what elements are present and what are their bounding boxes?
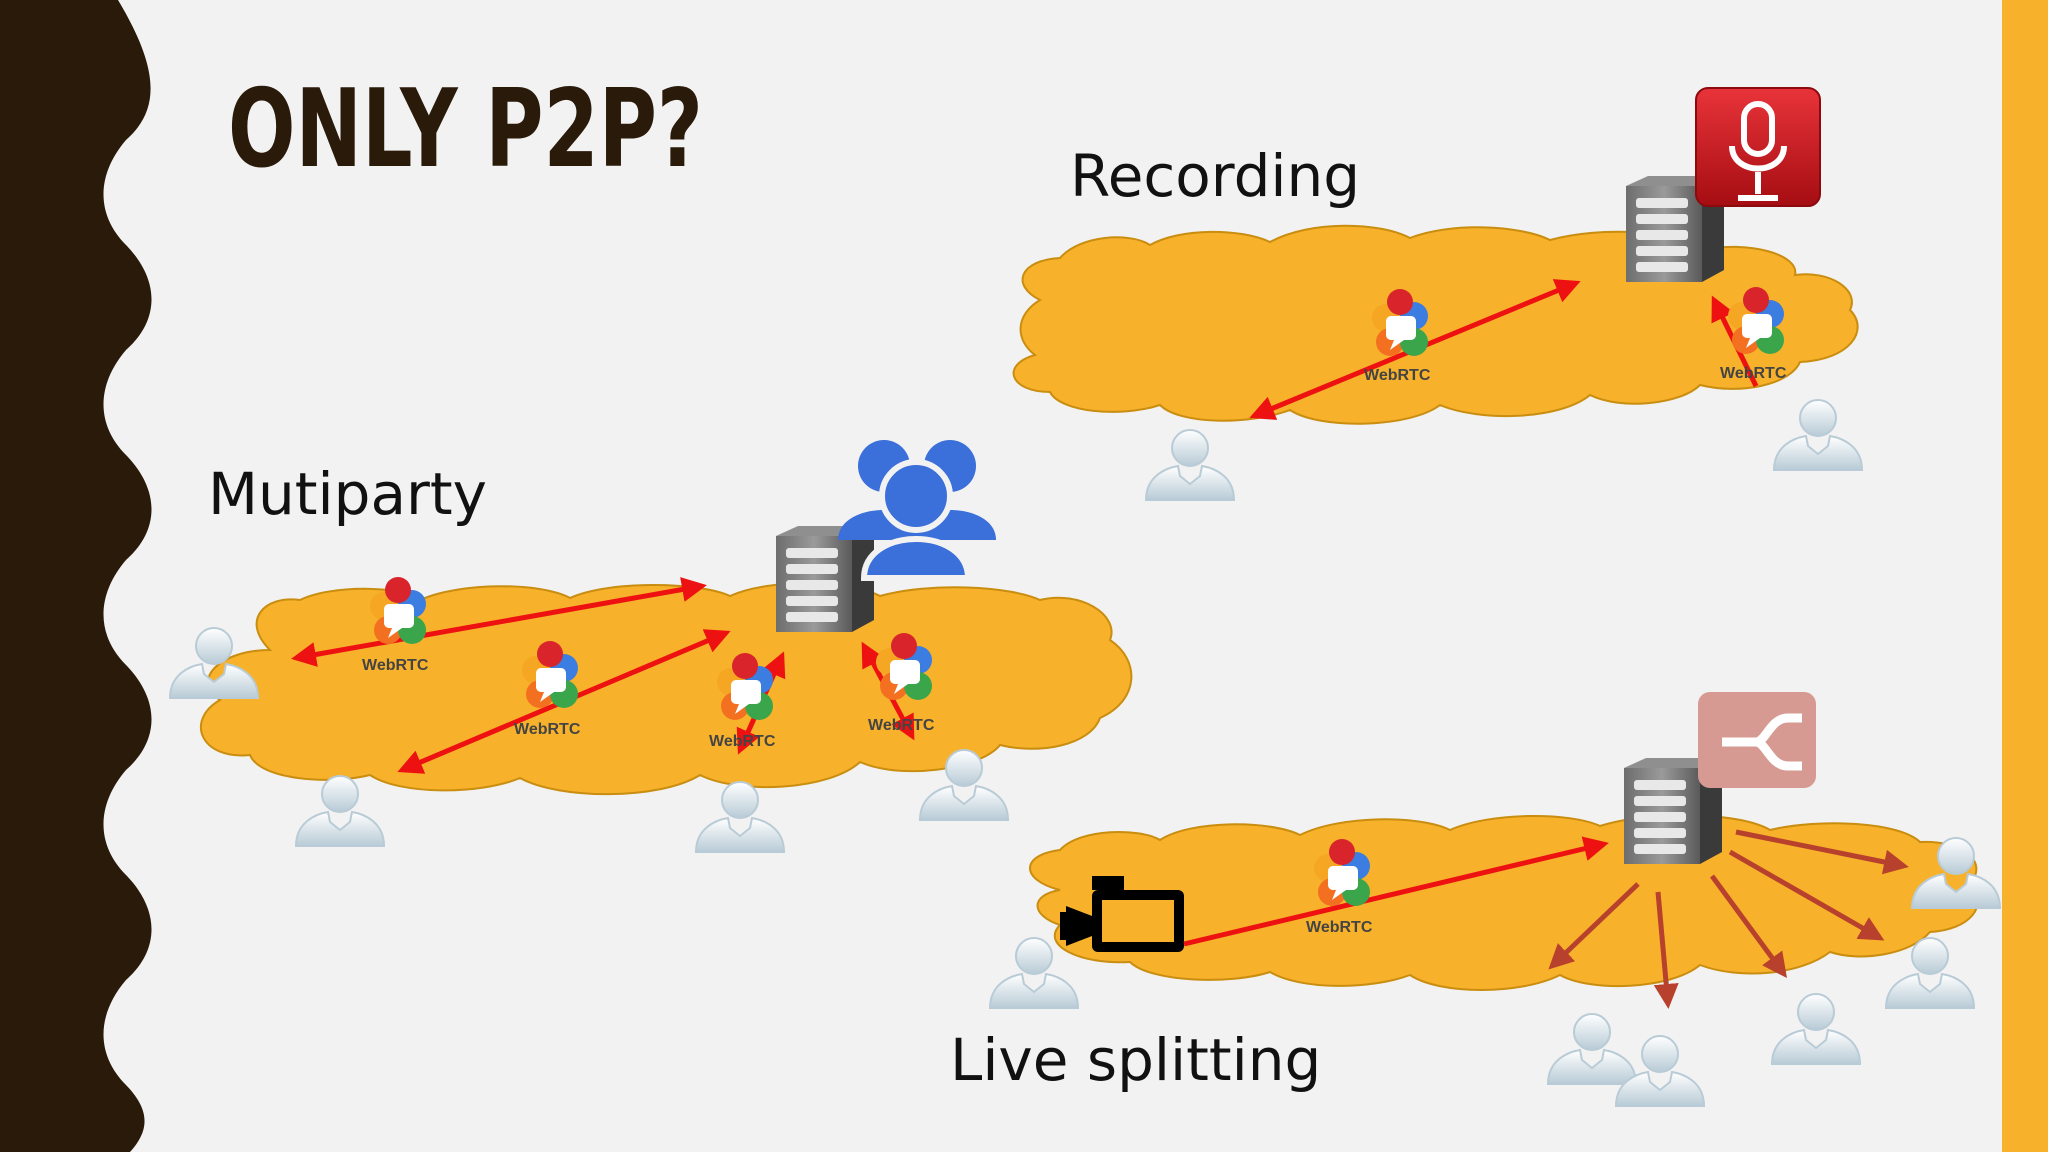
person-icon [1145, 429, 1235, 501]
webrtc-logo-icon: WebRTC [362, 577, 429, 674]
multiparty-section: Mutiparty WebRTC WebRTC WebRTC We [169, 440, 1133, 853]
split-icon [1698, 692, 1816, 788]
person-icon [295, 775, 385, 847]
live-splitting-section: Live splitting WebRTC [950, 692, 2001, 1107]
svg-text:WebRTC: WebRTC [1364, 367, 1431, 384]
svg-text:WebRTC: WebRTC [1720, 365, 1787, 382]
webrtc-logo-icon: WebRTC [514, 641, 581, 738]
live-splitting-label: Live splitting [950, 1026, 1321, 1094]
person-icon [1547, 1013, 1637, 1085]
left-decorative-band [0, 0, 152, 1152]
person-icon [1771, 993, 1861, 1065]
video-camera-icon [1060, 876, 1184, 952]
svg-text:WebRTC: WebRTC [1306, 919, 1373, 936]
svg-text:WebRTC: WebRTC [362, 657, 429, 674]
person-icon [695, 781, 785, 853]
split-arrow [1548, 882, 1640, 970]
multiparty-cloud [200, 582, 1133, 796]
multiparty-label: Mutiparty [208, 460, 487, 528]
split-arrow [1735, 829, 1909, 875]
multiparty-server-icon [776, 526, 874, 632]
webrtc-logo-icon: WebRTC [1364, 289, 1431, 384]
svg-text:WebRTC: WebRTC [514, 721, 581, 738]
svg-text:WebRTC: WebRTC [709, 733, 776, 750]
split-arrow [1709, 874, 1787, 979]
live-splitting-arrow [1183, 836, 1609, 947]
split-arrow [1653, 891, 1679, 1009]
svg-text:WebRTC: WebRTC [868, 717, 935, 734]
multiparty-arrow [291, 577, 707, 667]
webrtc-logo-icon: WebRTC [1720, 287, 1787, 382]
person-icon [1773, 399, 1863, 471]
right-decorative-band [2002, 0, 2048, 1152]
webrtc-logo-icon: WebRTC [1306, 839, 1373, 936]
page-title: ONLY P2P? [228, 67, 703, 192]
recording-cloud [1012, 224, 1859, 425]
webrtc-logo-icon: WebRTC [709, 653, 776, 750]
group-icon [838, 440, 996, 581]
recording-label: Recording [1070, 142, 1360, 210]
split-arrow [1728, 849, 1885, 941]
webrtc-logo-icon: WebRTC [868, 633, 935, 734]
recording-section: Recording WebRTC WebRTC [1012, 87, 1863, 501]
microphone-icon [1695, 87, 1821, 207]
